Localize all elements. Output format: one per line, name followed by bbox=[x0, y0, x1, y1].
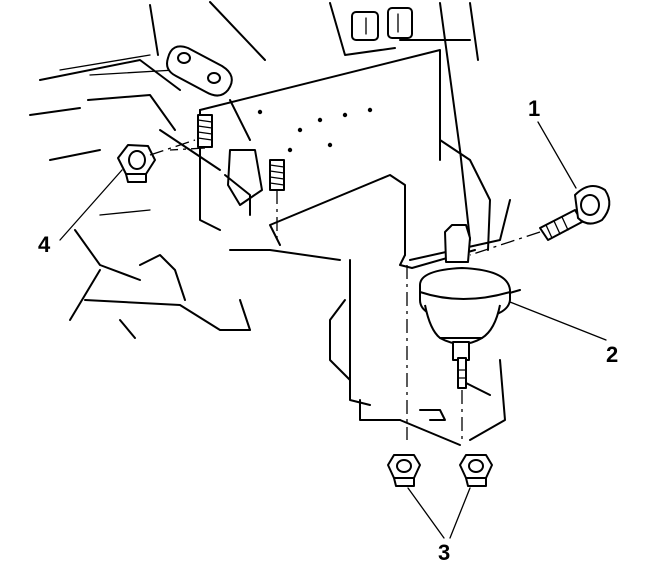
leader-4 bbox=[59, 169, 123, 241]
leader-lines bbox=[59, 121, 607, 539]
mounting-studs bbox=[169, 114, 285, 240]
nuts-3 bbox=[387, 454, 493, 487]
leader-3a bbox=[407, 487, 445, 539]
background-structure bbox=[29, 1, 521, 446]
callout-4: 4 bbox=[38, 232, 51, 257]
callout-3: 3 bbox=[438, 540, 450, 565]
stud-lower bbox=[269, 159, 285, 191]
callout-1: 1 bbox=[528, 96, 540, 121]
mounting-plate bbox=[199, 49, 441, 256]
leader-1 bbox=[537, 121, 577, 189]
leader-3b bbox=[449, 487, 471, 539]
nut-3-right bbox=[459, 454, 493, 487]
slotted-bracket bbox=[166, 45, 233, 97]
stud-upper bbox=[197, 114, 213, 148]
nut-4 bbox=[117, 139, 196, 183]
leader-2 bbox=[509, 301, 607, 341]
bolt-1 bbox=[469, 185, 611, 256]
callout-2: 2 bbox=[606, 342, 618, 367]
nut-3-left bbox=[387, 454, 421, 487]
vacuum-actuator bbox=[399, 224, 511, 440]
